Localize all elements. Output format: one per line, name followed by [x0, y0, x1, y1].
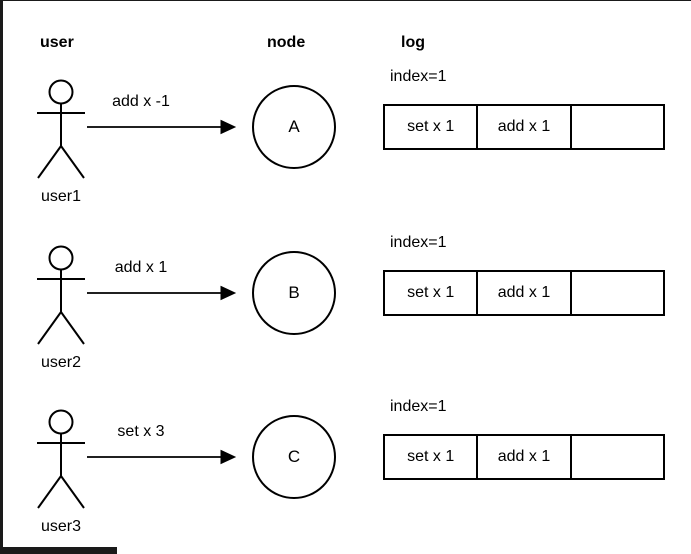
log-entry-cell: set x 1	[385, 272, 479, 314]
log-table: set x 1 add x 1	[383, 434, 665, 480]
message-arrow-icon	[87, 449, 237, 465]
node-circle-b: B	[252, 251, 336, 335]
log-entry-cell-empty	[572, 106, 663, 148]
log-index-label: index=1	[390, 398, 447, 415]
node-label: A	[288, 117, 300, 136]
message-label: add x -1	[112, 93, 170, 110]
diagram-row-user2: user2 add x 1 B index=1 set x 1 add x 1	[0, 226, 691, 396]
column-header-log: log	[401, 34, 425, 51]
diagram-row-user3: user3 set x 3 C index=1 set x 1 add x 1	[0, 390, 691, 554]
log-entry-cell: add x 1	[478, 272, 572, 314]
log-entry-cell: add x 1	[478, 436, 572, 478]
message-label: add x 1	[114, 259, 168, 276]
message-arrow-icon	[87, 285, 237, 301]
log-index-label: index=1	[390, 234, 447, 251]
log-entry-cell: set x 1	[385, 106, 479, 148]
stick-figure-icon	[37, 409, 85, 509]
log-table: set x 1 add x 1	[383, 104, 665, 150]
message-arrow-icon	[87, 119, 237, 135]
log-entry-cell-empty	[572, 436, 663, 478]
log-entry-cell-empty	[572, 272, 663, 314]
node-circle-a: A	[252, 85, 336, 169]
column-header-node: node	[267, 34, 306, 51]
stick-figure-icon	[37, 79, 85, 179]
window-left-border	[0, 0, 3, 554]
node-label: B	[288, 283, 300, 302]
window-top-border	[0, 0, 691, 1]
diagram-row-user1: user1 add x -1 A index=1 set x 1 add x 1	[0, 60, 691, 230]
user-name-label: user2	[40, 354, 82, 371]
user-name-label: user1	[40, 188, 82, 205]
user-name-label: user3	[40, 518, 82, 535]
node-label: C	[287, 447, 301, 466]
node-circle-c: C	[252, 415, 336, 499]
log-entry-cell: set x 1	[385, 436, 479, 478]
log-index-label: index=1	[390, 68, 447, 85]
horizontal-scrollbar-thumb[interactable]	[0, 547, 117, 554]
column-header-user: user	[40, 34, 74, 51]
message-label: set x 3	[117, 423, 165, 440]
log-table: set x 1 add x 1	[383, 270, 665, 316]
stick-figure-icon	[37, 245, 85, 345]
log-entry-cell: add x 1	[478, 106, 572, 148]
